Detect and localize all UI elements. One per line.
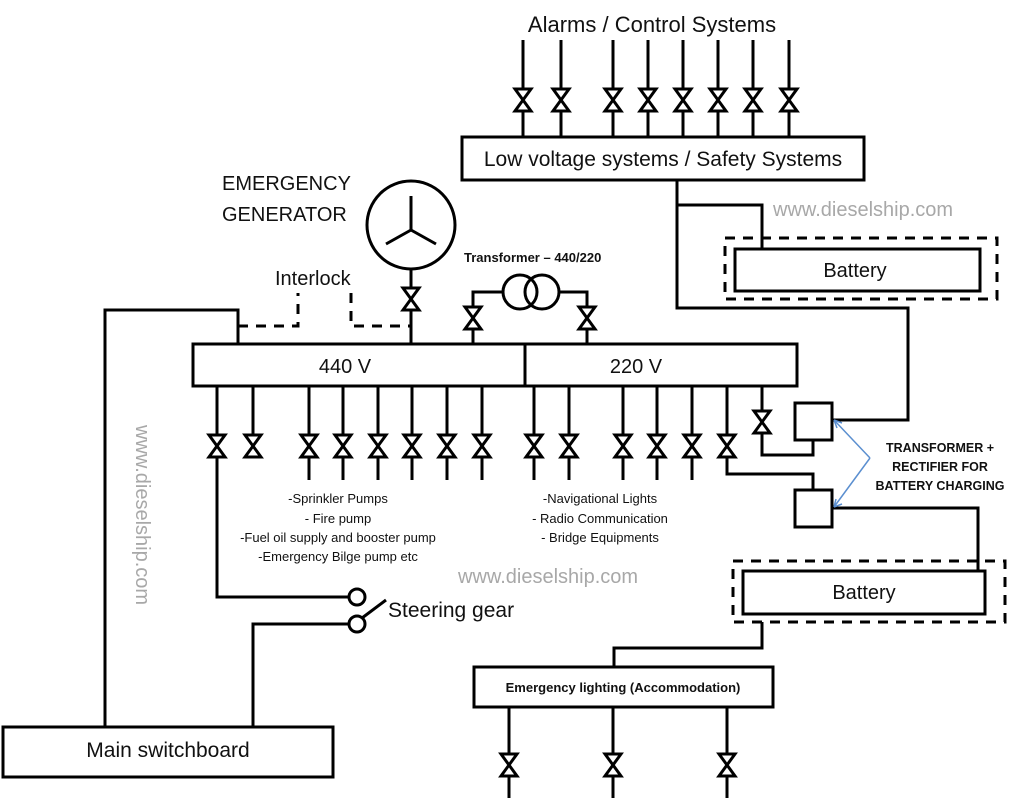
- charger-label-2: RECTIFIER FOR: [892, 460, 988, 474]
- breaker-icon: [576, 305, 598, 331]
- breaker-icon: [558, 433, 580, 459]
- breaker-icon: [637, 87, 659, 113]
- bus-440-label: 440 V: [319, 356, 372, 378]
- interlock-dashed-line: [349, 293, 411, 328]
- charger-label-1: TRANSFORMER +: [886, 441, 994, 455]
- watermark: www.dieselship.com: [457, 566, 638, 588]
- breaker-icon: [550, 87, 572, 113]
- breaker-icon: [742, 87, 764, 113]
- transformer-label: Transformer – 440/220: [464, 250, 601, 265]
- breaker-icon: [401, 433, 423, 459]
- alarms-label: Alarms / Control Systems: [528, 12, 776, 37]
- generator-icon: [365, 179, 457, 271]
- breaker-icon: [716, 752, 738, 778]
- breaker-icon: [751, 409, 773, 435]
- breaker-icon: [436, 433, 458, 459]
- bus-220-label: 220 V: [610, 356, 663, 378]
- wiring: [103, 40, 980, 798]
- wire: [612, 622, 764, 667]
- breaker-icon: [602, 752, 624, 778]
- breaker-icon: [602, 87, 624, 113]
- breaker-icon: [400, 286, 422, 312]
- low-voltage-label: Low voltage systems / Safety Systems: [484, 148, 842, 171]
- battery-bottom-enclosure: [731, 559, 1007, 624]
- generator-label-2: GENERATOR: [222, 204, 347, 226]
- breaker-icon: [242, 433, 264, 459]
- load-440-item: -Sprinkler Pumps: [288, 491, 388, 506]
- loads-440-list: -Sprinkler Pumps - Fire pump -Fuel oil s…: [240, 491, 436, 564]
- breaker-icon: [778, 87, 800, 113]
- load-440-item: -Emergency Bilge pump etc: [258, 549, 418, 564]
- breaker-icon: [462, 305, 484, 331]
- steering-gear-label: Steering gear: [388, 599, 514, 622]
- emergency-lighting-box: [472, 665, 775, 709]
- watermark: www.dieselship.com: [772, 199, 953, 221]
- steering-switch-icon: [347, 587, 387, 634]
- generator-label-1: EMERGENCY: [222, 173, 351, 195]
- watermark-vertical: www.dieselship.com: [131, 424, 153, 605]
- load-220-item: - Radio Communication: [532, 511, 668, 526]
- wire: [725, 386, 815, 490]
- loads-220-list: -Navigational Lights - Radio Communicati…: [532, 491, 668, 545]
- low-voltage-box: [460, 135, 866, 182]
- load-440-item: - Fire pump: [305, 511, 371, 526]
- wire: [832, 506, 980, 571]
- breaker-icon: [367, 433, 389, 459]
- breaker-icon: [498, 752, 520, 778]
- main-switchboard-box: [1, 725, 335, 779]
- charger-pointer-arrows: [833, 419, 871, 508]
- interlock-dashed-line: [238, 293, 300, 328]
- charger-unit-2: [793, 488, 834, 529]
- load-220-item: -Navigational Lights: [543, 491, 658, 506]
- breakers: [206, 87, 800, 778]
- breaker-icon: [646, 433, 668, 459]
- breaker-icon: [523, 433, 545, 459]
- wire: [251, 622, 349, 727]
- bus-bar: [191, 342, 799, 388]
- load-220-item: - Bridge Equipments: [541, 530, 659, 545]
- breaker-icon: [298, 433, 320, 459]
- transformer-icon: [501, 273, 561, 311]
- breaker-icon: [681, 433, 703, 459]
- charger-label-3: BATTERY CHARGING: [876, 479, 1005, 493]
- battery-top-label: Battery: [823, 260, 886, 282]
- battery-top: [733, 247, 982, 293]
- wire: [677, 203, 764, 249]
- breaker-icon: [332, 433, 354, 459]
- wire: [675, 180, 910, 422]
- breaker-icon: [672, 87, 694, 113]
- main-switchboard-label: Main switchboard: [86, 739, 249, 762]
- battery-bottom: [741, 569, 987, 616]
- breaker-icon: [512, 87, 534, 113]
- breaker-icon: [716, 433, 738, 459]
- battery-bottom-label: Battery: [832, 582, 895, 604]
- interlock-label: Interlock: [275, 268, 352, 290]
- emergency-lighting-label: Emergency lighting (Accommodation): [506, 680, 741, 695]
- breaker-icon: [471, 433, 493, 459]
- breaker-icon: [707, 87, 729, 113]
- battery-top-enclosure: [723, 236, 999, 301]
- breaker-icon: [612, 433, 634, 459]
- charger-unit-1: [793, 401, 834, 442]
- load-440-item: -Fuel oil supply and booster pump: [240, 530, 436, 545]
- breaker-icon: [206, 433, 228, 459]
- wire: [471, 290, 589, 344]
